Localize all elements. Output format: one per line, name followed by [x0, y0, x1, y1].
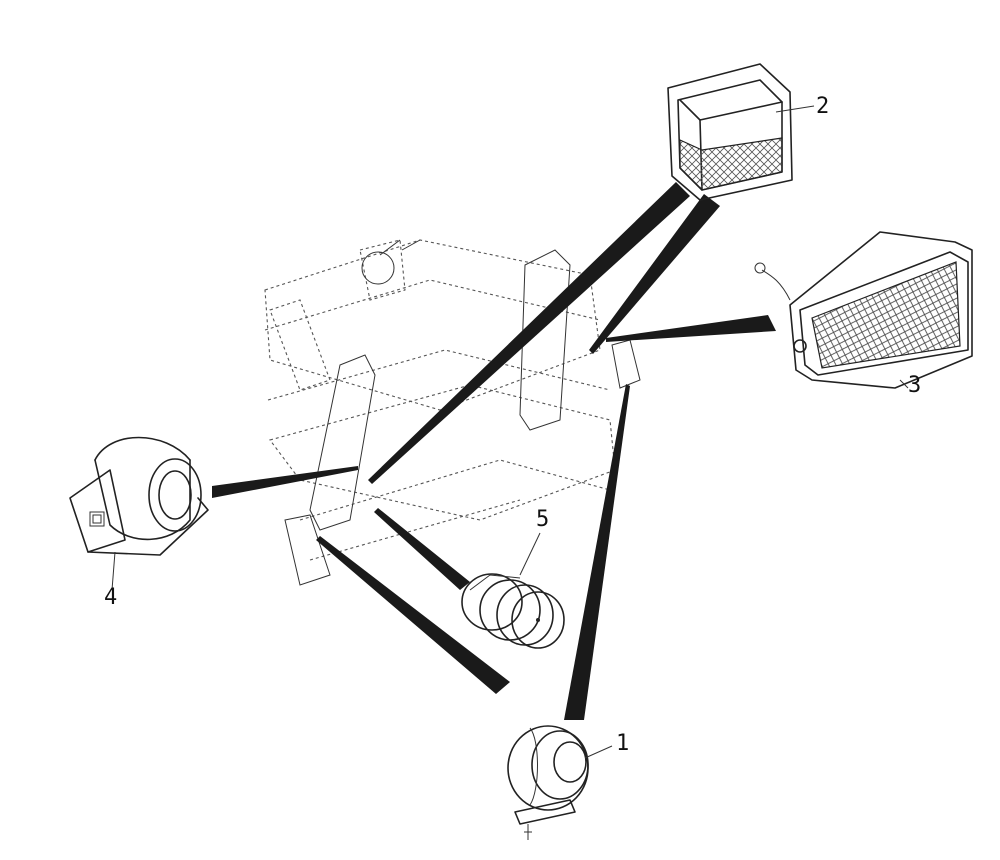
wedge-1a: [316, 536, 510, 694]
horn-5: [461, 573, 565, 649]
wedge-4: [212, 466, 358, 498]
callout-2: 2: [816, 94, 829, 119]
round-device-1: [507, 725, 589, 840]
callout-5: 5: [536, 507, 549, 532]
work-light-3: [754, 231, 973, 389]
callout-4: 4: [104, 585, 117, 610]
leader-lines: [111, 105, 909, 759]
wedge-2a: [368, 182, 690, 484]
wedge-3: [606, 315, 776, 342]
wedge-5: [374, 508, 470, 590]
connector-wedges: [212, 182, 776, 720]
wedge-2b: [589, 194, 720, 354]
wedge-1b: [564, 384, 630, 720]
backup-alarm-4: [69, 436, 209, 556]
callout-1: 1: [616, 731, 629, 756]
callout-3: 3: [908, 373, 921, 398]
vehicle-frame: [264, 239, 641, 586]
rear-lamp-2: [667, 63, 793, 201]
